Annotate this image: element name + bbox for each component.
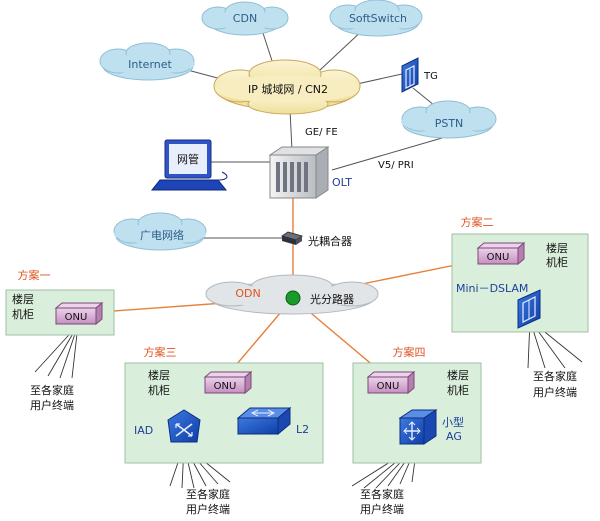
computer-icon — [150, 139, 228, 191]
cabinet-label-line2: 机柜 — [447, 383, 469, 397]
small-ag-label-line2: AG — [446, 430, 462, 443]
scheme-3-label: 方案三 — [144, 345, 177, 359]
onu-device: ONU — [366, 370, 416, 395]
cloud-label-odn: ODN — [235, 287, 260, 300]
scheme-3-cabinet: 楼层 机柜 ONU IAD L2 — [124, 362, 324, 464]
splitter-label: 光分路器 — [310, 292, 354, 306]
tg-icon — [401, 57, 419, 93]
nms-label: 网管 — [177, 152, 199, 166]
splitter-icon — [285, 290, 301, 306]
cloud-cdn: CDN — [201, 1, 289, 36]
l2-switch-icon — [236, 406, 292, 436]
small-ag-label-line1: 小型 — [442, 415, 464, 429]
cabinet-label-line2: 机柜 — [12, 307, 34, 321]
terminal-label-line2: 用户终端 — [186, 502, 230, 516]
scheme-1-cabinet: 楼层 机柜 ONU — [5, 289, 115, 336]
cloud-label-softswitch: SoftSwitch — [349, 12, 407, 25]
link-label-ge-fe: GE/ FE — [305, 127, 338, 138]
onu-label: ONU — [65, 312, 88, 323]
cabinet-label-line2: 机柜 — [148, 383, 170, 397]
cloud-ip-metro: IP 城域网 / CN2 — [213, 59, 361, 115]
cabinet-label-line1: 楼层 — [447, 368, 469, 382]
cloud-label-broadcast: 广电网络 — [140, 228, 184, 242]
terminal-label-line2: 用户终端 — [533, 385, 577, 399]
cabinet-label-line1: 楼层 — [12, 292, 34, 306]
tg-label: TG — [423, 71, 438, 82]
cloud-broadcast: 广电网络 — [113, 212, 207, 251]
cabinet-label-line1: 楼层 — [148, 368, 170, 382]
cabinet-label-line1: 楼层 — [546, 241, 568, 255]
onu-label: ONU — [377, 381, 400, 392]
mini-dslam-label: Mini－DSLAM — [456, 282, 528, 295]
iad-label: IAD — [134, 424, 153, 437]
cloud-label-internet: Internet — [128, 58, 172, 71]
cloud-label-cdn: CDN — [233, 12, 257, 25]
cloud-label-ip-metro: IP 城域网 / CN2 — [248, 83, 328, 96]
terminal-label-line1: 至各家庭 — [30, 383, 74, 397]
onu-device: ONU — [54, 301, 104, 326]
cloud-internet: Internet — [99, 42, 195, 81]
terminal-label-line2: 用户终端 — [360, 502, 404, 516]
terminal-label-line1: 至各家庭 — [186, 487, 230, 501]
iad-icon — [167, 409, 201, 443]
onu-device: ONU — [203, 370, 253, 395]
l2-label: L2 — [296, 423, 309, 436]
onu-device: ONU — [476, 241, 526, 266]
olt-icon — [268, 146, 330, 199]
scheme-4-cabinet: ONU 楼层 机柜 小型 AG — [352, 362, 482, 464]
cloud-pstn: PSTN — [401, 100, 497, 139]
dslam-icon — [517, 289, 541, 329]
onu-label: ONU — [487, 252, 510, 263]
small-ag-icon — [398, 409, 438, 445]
terminal-label-line1: 至各家庭 — [360, 487, 404, 501]
scheme-4-label: 方案四 — [393, 345, 426, 359]
scheme-2-label: 方案二 — [461, 215, 494, 229]
coupler-label: 光耦合器 — [308, 234, 352, 248]
scheme-1-label: 方案一 — [18, 268, 51, 282]
terminal-label-line1: 至各家庭 — [533, 369, 577, 383]
cloud-softswitch: SoftSwitch — [329, 0, 423, 37]
onu-label: ONU — [214, 381, 237, 392]
cloud-label-pstn: PSTN — [435, 117, 464, 130]
terminal-label-line2: 用户终端 — [30, 398, 74, 412]
cabinet-label-line2: 机柜 — [546, 255, 568, 269]
link-label-v5-pri: V5/ PRI — [378, 160, 414, 171]
scheme-2-cabinet: ONU 楼层 机柜 Mini－DSLAM — [451, 233, 589, 333]
olt-label: OLT — [332, 176, 352, 189]
coupler-icon — [280, 231, 304, 245]
